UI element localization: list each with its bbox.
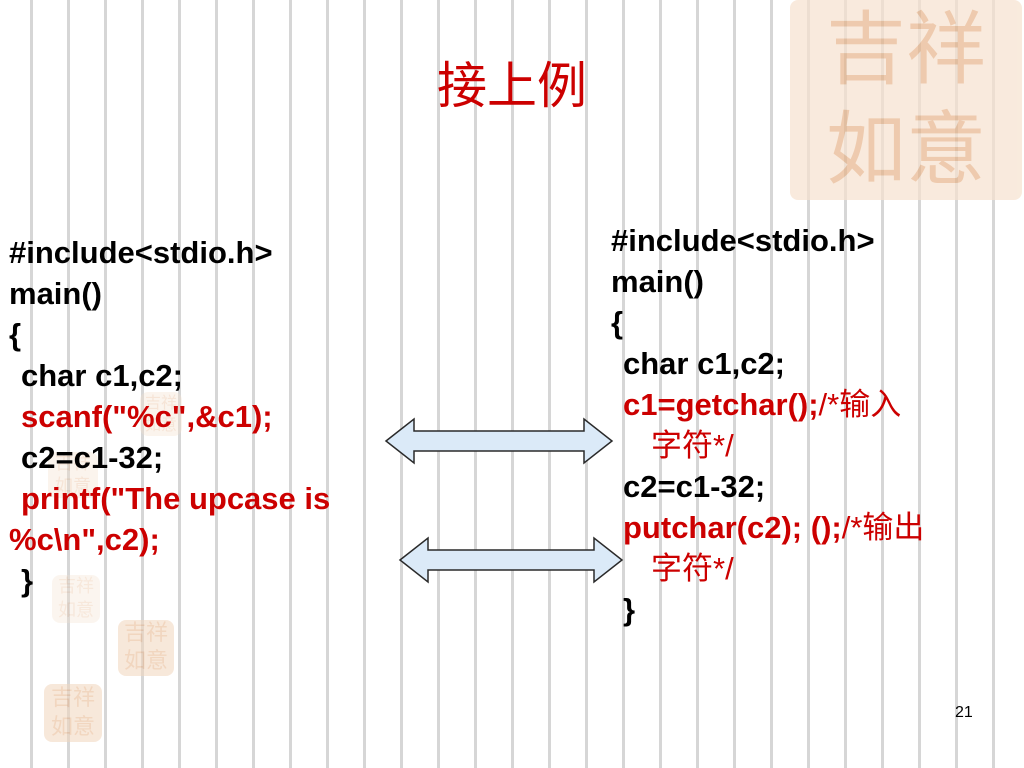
code-line: main() [611, 264, 704, 299]
seal-stamp-icon: 吉祥如意 [48, 452, 98, 498]
left-code-block: #include<stdio.h> main() { char c1,c2; s… [9, 232, 330, 601]
double-arrow-icon [398, 536, 624, 584]
page-number: 21 [955, 704, 973, 721]
code-line: { [9, 317, 22, 352]
slide-title: 接上例 [437, 57, 587, 115]
code-line: #include<stdio.h> [9, 235, 273, 270]
code-line: } [21, 563, 34, 598]
code-line-highlight: c1=getchar();/*输入 [611, 384, 924, 425]
code-statement: c1=getchar(); [623, 387, 819, 422]
code-comment: /*输入 [818, 387, 902, 422]
code-line: { [611, 305, 624, 340]
code-comment: 字符*/ [651, 428, 734, 463]
code-line-highlight: scanf("%c",&c1); [21, 399, 273, 434]
seal-stamp-icon: 吉祥如意 [44, 684, 102, 742]
code-statement: putchar(c2); (); [623, 510, 842, 545]
code-comment: /*输出 [841, 510, 925, 545]
code-line: char c1,c2; [623, 346, 785, 381]
code-line: char c1,c2; [21, 358, 183, 393]
code-comment: 字符*/ [651, 551, 734, 586]
seal-stamp-icon: 吉祥如意 [790, 0, 1022, 200]
seal-stamp-icon: 吉祥如意 [52, 575, 100, 623]
code-line-highlight: putchar(c2); ();/*输出 [611, 507, 924, 548]
code-line: } [623, 592, 636, 627]
seal-text: 吉祥如意 [826, 3, 986, 196]
code-line: #include<stdio.h> [611, 223, 875, 258]
seal-stamp-icon: 吉祥如意 [118, 620, 174, 676]
seal-stamp-icon: 吉祥如意 [140, 392, 182, 436]
code-line-highlight: printf("The upcase is [21, 481, 331, 516]
double-arrow-icon [384, 417, 614, 465]
right-code-block: #include<stdio.h> main() { char c1,c2; c… [611, 220, 924, 630]
code-line-highlight: %c\n",c2); [9, 522, 160, 557]
code-line: c2=c1-32; [21, 440, 164, 475]
code-line: main() [9, 276, 102, 311]
code-line: c2=c1-32; [623, 469, 766, 504]
